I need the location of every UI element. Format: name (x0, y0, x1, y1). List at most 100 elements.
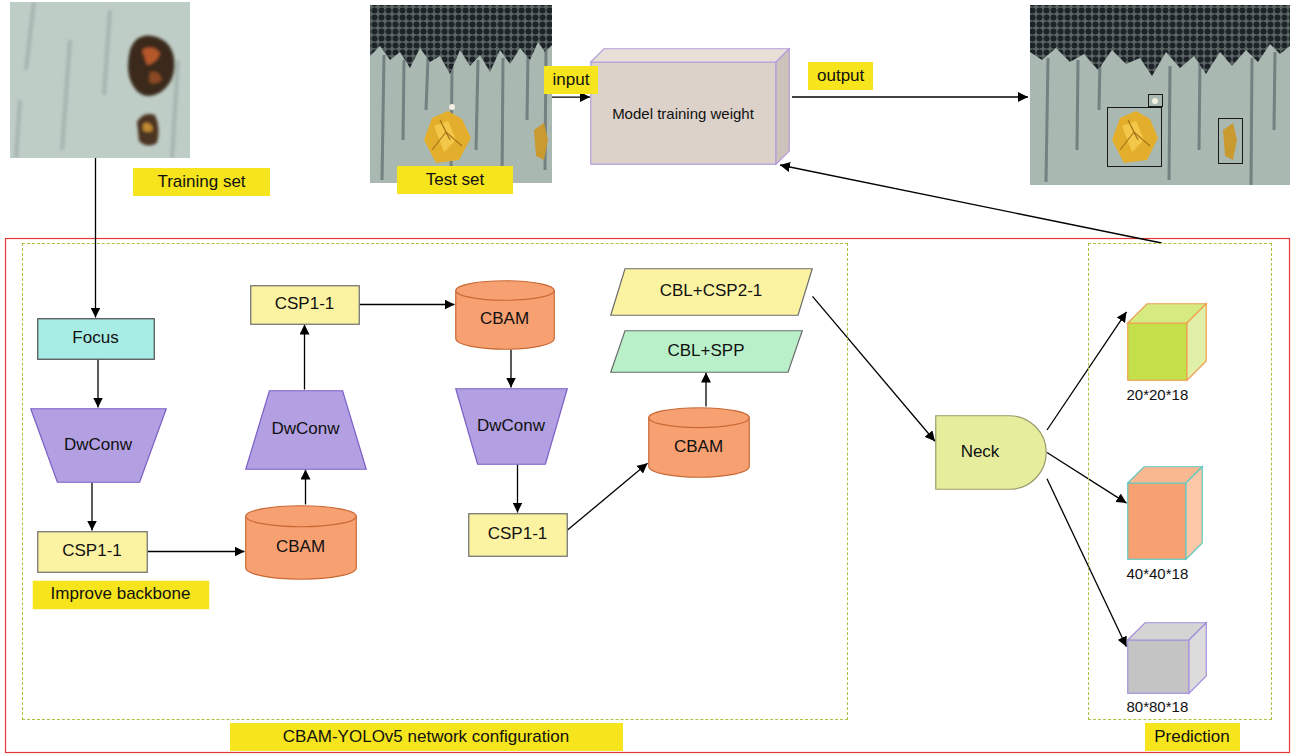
output-cube-outline (1189, 622, 1206, 693)
node-label: Model training weight (590, 62, 776, 165)
layer-parallelogram: CBL+SPP (610, 330, 803, 373)
illustration-part (534, 123, 548, 160)
illustration-part (370, 5, 552, 183)
output-photo (1030, 5, 1290, 185)
attention-cylinder: CBAM (245, 505, 357, 580)
process-box: Focus (37, 318, 155, 360)
output-cube-outline (1127, 303, 1207, 381)
illustration-part (449, 104, 455, 110)
dashed-region: CBAM-YOLOv5 network configurationFocusDw… (22, 243, 848, 720)
illustration-part (1223, 123, 1237, 160)
output-cube-outline (1127, 640, 1188, 693)
training-photo (10, 2, 190, 158)
illustration-part (434, 121, 456, 152)
weight-cube-outline (776, 49, 789, 165)
connector (97, 360, 98, 408)
illustration-part (1219, 119, 1243, 164)
illustration-part (104, 10, 110, 95)
illustration-part (424, 111, 471, 163)
node-label: Focus (72, 328, 118, 348)
node-label: CSP1-1 (275, 294, 335, 314)
illustration-part (1046, 52, 1275, 185)
illustration-part (10, 2, 190, 158)
image-node: Test set (370, 5, 552, 183)
node-label: DwConw (271, 419, 339, 439)
image-node: Training set (10, 2, 190, 158)
attention-cylinder-outline (648, 407, 749, 427)
weight-cube-outline (591, 49, 790, 62)
node-label: Neck (961, 442, 1000, 462)
connector (305, 470, 306, 505)
node-label: DwConw (64, 435, 132, 455)
illustration-part (1046, 58, 1048, 182)
illustration-part (128, 36, 174, 97)
attention-cylinder-outline (245, 505, 356, 526)
node-label: Training set (133, 168, 270, 196)
illustration-part (26, 2, 34, 70)
connector (148, 551, 245, 552)
illustration-part (370, 5, 552, 74)
illustration-part (382, 48, 546, 183)
output-cube-outline (1186, 466, 1202, 559)
output-cube-outline (1127, 466, 1203, 560)
connector (1047, 312, 1127, 430)
connector (1047, 453, 1127, 504)
attention-cylinder: CBAM (455, 280, 555, 350)
conv-trapezoid: DwConw (455, 388, 568, 465)
neck-shape: Neck (935, 415, 1047, 490)
node-label: Improve backbone (51, 584, 191, 604)
output-cube-outline (1127, 622, 1207, 694)
test-photo (370, 5, 552, 183)
node-label: 40*40*18 (1127, 565, 1189, 583)
process-box-outline (37, 531, 147, 572)
connector (360, 304, 455, 305)
illustration-part (149, 72, 162, 84)
illustration-part (128, 36, 174, 146)
illustration-part (1030, 5, 1290, 185)
connector (813, 296, 936, 441)
connector (1047, 479, 1127, 647)
connector (510, 350, 511, 388)
node-label: CBAM-YOLOv5 network configuration (230, 723, 623, 751)
illustration-part (1112, 111, 1158, 163)
illustration-part (16, 2, 178, 158)
illustration-part (1108, 108, 1162, 167)
node-label: CBAM (674, 437, 723, 457)
connector (552, 96, 590, 97)
node-label: CSP1-1 (62, 541, 122, 561)
attention-cylinder-outline (455, 280, 554, 300)
illustration-part (16, 100, 20, 158)
dashed-region: Prediction20*20*1840*40*1880*80*18 (1088, 243, 1272, 720)
conv-trapezoid: DwConw (245, 390, 367, 470)
node-label: CBAM (480, 309, 529, 329)
conv-trapezoid-outline (455, 388, 567, 464)
connector (517, 465, 518, 513)
illustration-part (1030, 5, 1290, 76)
conv-trapezoid: DwConw (30, 408, 167, 483)
illustration-part (1152, 98, 1158, 104)
process-box: CSP1-1 (250, 285, 360, 325)
layer-parallelogram-outline (610, 268, 812, 315)
process-box: CSP1-1 (468, 513, 568, 557)
connector (304, 325, 305, 390)
connector (95, 158, 96, 318)
illustration-part (403, 60, 404, 140)
illustration-part (1120, 120, 1150, 150)
node-label: CBAM (276, 537, 325, 557)
illustration-part (1122, 121, 1144, 152)
output-arrow (792, 96, 1028, 97)
node-label: 80*80*18 (1127, 698, 1189, 716)
process-box-outline (250, 285, 359, 324)
network-frame (6, 239, 1290, 753)
conv-trapezoid-outline (30, 408, 166, 482)
weight-cube: Model training weight (590, 48, 790, 165)
illustration-part (502, 58, 503, 183)
node-label: CBL+CSP2-1 (660, 281, 763, 301)
weight-cube-outline (591, 62, 776, 164)
output-cube-outline (1127, 323, 1186, 380)
illustration-part (476, 60, 478, 150)
edge-label: input (544, 66, 599, 94)
node-label: CSP1-1 (488, 524, 548, 544)
